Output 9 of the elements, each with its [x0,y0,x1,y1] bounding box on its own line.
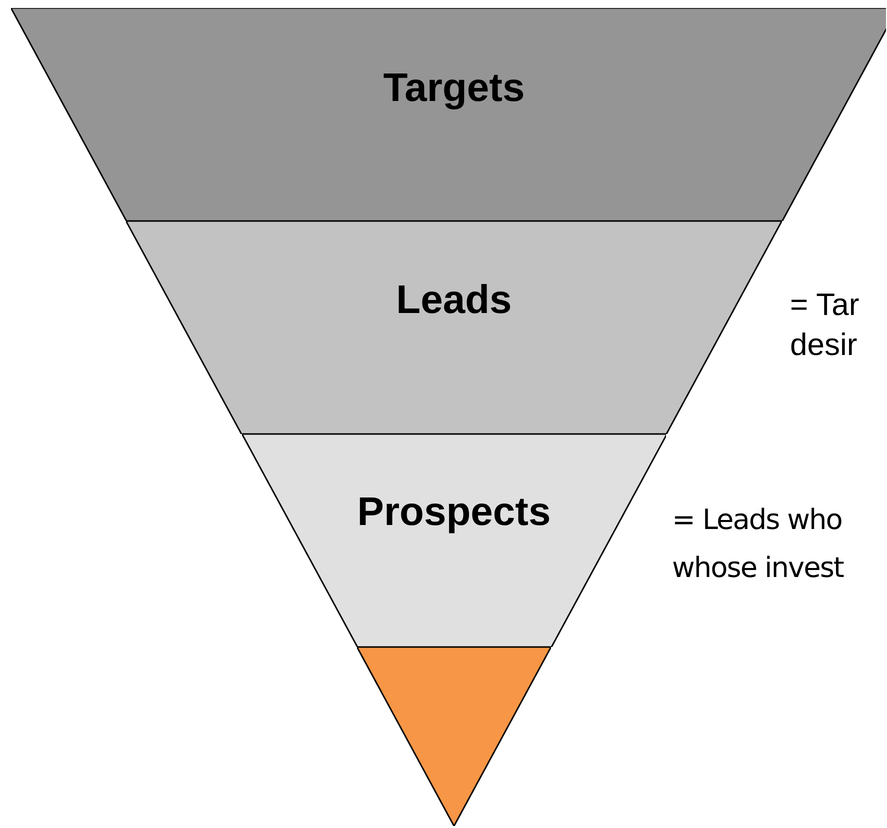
stage-label: Targets [383,68,525,108]
definition-text: = Tar desir [790,286,860,364]
stage-label: Prospects [357,492,551,532]
definition-text: = Leads who whose invest [672,502,845,586]
funnel-bottom-triangle [356,647,551,826]
funnel-band [126,221,782,434]
stage-label: Leads [396,280,512,320]
funnel-band [242,434,666,647]
funnel-band [10,8,886,221]
